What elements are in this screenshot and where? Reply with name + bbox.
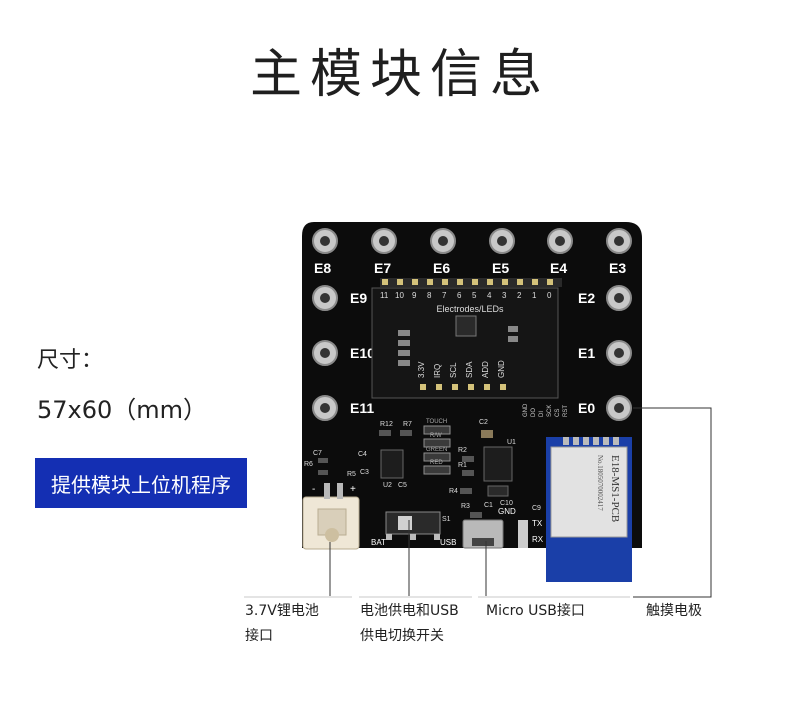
silkscreen-pin-3v3: 3.3V (417, 361, 426, 378)
callout-touch-line-1: 触摸电极 (646, 603, 702, 619)
svg-text:GND: GND (523, 403, 529, 417)
svg-text:U2: U2 (383, 482, 392, 489)
svg-text:R6: R6 (304, 461, 313, 468)
svg-text:DI: DI (539, 411, 545, 417)
header-pin-number: 11 (380, 291, 389, 300)
callout-switch-line-1: 电池供电和USB (360, 603, 459, 619)
electrode-label-e7: E7 (374, 260, 391, 276)
svg-text:TOUCH: TOUCH (426, 419, 447, 425)
callout-lines (329, 407, 712, 598)
header-pin-number: 5 (472, 291, 477, 300)
port-label-gnd: GND (498, 507, 516, 516)
svg-text:R12: R12 (380, 421, 393, 428)
svg-text:CS: CS (555, 409, 561, 417)
svg-text:R/W: R/W (430, 433, 442, 439)
svg-text:R3: R3 (461, 503, 470, 510)
led-rw (423, 438, 451, 448)
electrode-label-e6: E6 (433, 260, 450, 276)
callout-battery-port: 3.7V锂电池 接口 (245, 599, 319, 649)
svg-text:C5: C5 (398, 482, 407, 489)
led-touch (423, 425, 451, 435)
svg-text:R4: R4 (449, 488, 458, 495)
svg-text:S1: S1 (442, 516, 451, 523)
battery-connector (302, 483, 360, 550)
callout-touch-electrode: 触摸电极 (646, 599, 702, 624)
electrode-label-e3: E3 (609, 260, 626, 276)
led-green (423, 452, 451, 462)
silkscreen-pin-sda: SDA (465, 361, 474, 378)
svg-text:RST: RST (563, 405, 569, 417)
silkscreen-pin-scl: SCL (449, 362, 458, 378)
svg-text:R2: R2 (458, 447, 467, 454)
svg-text:R7: R7 (403, 421, 412, 428)
led-red (423, 465, 451, 475)
silkscreen-pin-irq: IRQ (433, 364, 442, 378)
header-pin-number: 4 (487, 291, 492, 300)
module-model: E18-MS1-PCB (609, 455, 621, 522)
svg-text:U1: U1 (507, 439, 516, 446)
battery-plus-mark: + (350, 484, 356, 495)
svg-text:R1: R1 (458, 462, 467, 469)
touch-controller-chip (455, 315, 477, 337)
module-serial: No.1805070002417 (596, 455, 604, 511)
silkscreen-pin-gnd: GND (497, 360, 506, 378)
electrode-label-e1: E1 (578, 345, 595, 361)
header-pin-number: 8 (427, 291, 432, 300)
electrode-label-e0: E0 (578, 400, 595, 416)
header-pin-number: 0 (547, 291, 552, 300)
callout-battery-line-2: 接口 (245, 628, 273, 644)
port-label-bat: BAT (371, 538, 386, 547)
electrode-label-e11: E11 (350, 400, 374, 416)
page-title: 主模块信息 (249, 45, 550, 105)
callout-usb-port: Micro USB接口 (486, 599, 585, 624)
header-pin-number: 2 (517, 291, 522, 300)
battery-minus-mark: - (312, 484, 315, 495)
svg-text:R5: R5 (347, 471, 356, 478)
header-pin-strip (380, 278, 562, 287)
header-pin-number: 7 (442, 291, 447, 300)
charger-chip-u1 (483, 446, 513, 482)
svg-text:C10: C10 (500, 500, 513, 507)
header-pin-number: 10 (395, 291, 404, 300)
port-label-usb: USB (440, 538, 456, 547)
callout-usb-line-1: Micro USB接口 (486, 603, 585, 619)
svg-text:C3: C3 (360, 469, 369, 476)
wireless-module (546, 437, 632, 582)
svg-text:C4: C4 (358, 451, 367, 458)
electrode-label-e5: E5 (492, 260, 509, 276)
svg-text:C2: C2 (479, 419, 488, 426)
svg-text:SCK: SCK (547, 405, 553, 417)
electrode-label-e8: E8 (314, 260, 331, 276)
micro-usb-port (462, 519, 504, 549)
electrode-label-e10: E10 (350, 345, 375, 361)
status-leds (423, 425, 451, 475)
silkscreen-pin-add: ADD (481, 361, 490, 378)
callout-switch-line-2: 供电切换开关 (360, 628, 444, 644)
svg-text:C7: C7 (313, 450, 322, 457)
callout-power-switch: 电池供电和USB 供电切换开关 (360, 599, 459, 649)
header-pin-number: 3 (502, 291, 507, 300)
regulator-chip-u2 (380, 449, 404, 479)
size-label: 尺寸： (37, 348, 104, 373)
svg-text:C1: C1 (484, 502, 493, 509)
port-label-tx: TX (532, 519, 543, 528)
electrode-label-e4: E4 (550, 260, 567, 276)
svg-text:RED: RED (430, 460, 443, 466)
bottom-header-pins (420, 384, 506, 390)
power-slide-switch (385, 511, 441, 540)
electrode-label-e2: E2 (578, 290, 595, 306)
header-pin-number: 1 (532, 291, 537, 300)
size-value: 57x60（mm） (37, 396, 208, 424)
port-label-rx: RX (532, 535, 544, 544)
header-pin-number: 6 (457, 291, 462, 300)
header-pin-number: 9 (412, 291, 417, 300)
svg-text:DO: DO (531, 408, 537, 417)
host-program-button[interactable]: 提供模块上位机程序 (35, 458, 247, 508)
svg-text:C9: C9 (532, 505, 541, 512)
callout-battery-line-1: 3.7V锂电池 (245, 603, 319, 619)
electrode-label-e9: E9 (350, 290, 367, 306)
silkscreen-title: Electrodes/LEDs (436, 304, 504, 314)
svg-text:GREEN: GREEN (426, 447, 447, 453)
